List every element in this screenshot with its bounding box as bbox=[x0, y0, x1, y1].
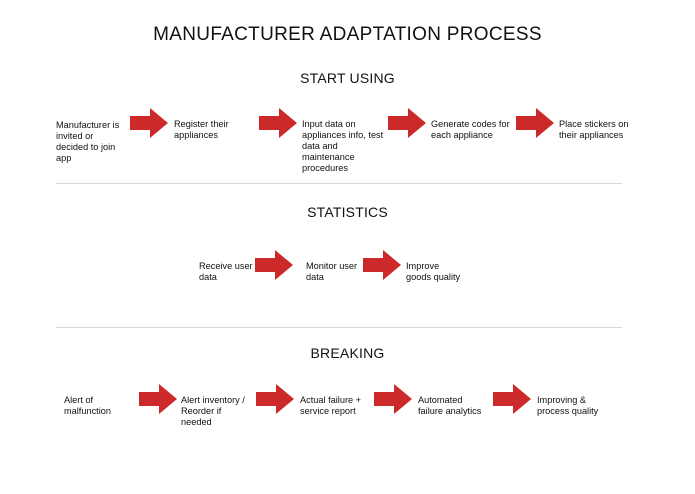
step-invited: Manufacturer is invited or decided to jo… bbox=[56, 120, 120, 163]
arrow-icon bbox=[259, 108, 297, 138]
step-failure-analytics: Automated failure analytics bbox=[418, 395, 482, 416]
step-alert-malfunction: Alert of malfunction bbox=[64, 395, 111, 416]
step-place-stickers: Place stickers on their appliances bbox=[559, 119, 629, 140]
step-improving-quality: Improving & process quality bbox=[537, 395, 599, 416]
step-alert-inventory: Alert inventory / Reorder if needed bbox=[181, 395, 245, 427]
arrow-icon bbox=[493, 384, 531, 414]
step-improve-goods: Improve goods quality bbox=[406, 261, 461, 282]
section-heading-start-using: START USING bbox=[300, 70, 395, 86]
section-divider bbox=[56, 183, 622, 184]
arrow-icon bbox=[130, 108, 168, 138]
section-heading-breaking: BREAKING bbox=[310, 345, 385, 361]
step-register: Register their appliances bbox=[174, 119, 229, 140]
arrow-icon bbox=[388, 108, 426, 138]
section-heading-statistics: STATISTICS bbox=[307, 204, 388, 220]
arrow-icon bbox=[139, 384, 177, 414]
step-failure-report: Actual failure + service report bbox=[300, 395, 362, 416]
step-receive-data: Receive user data bbox=[199, 261, 253, 282]
arrow-icon bbox=[374, 384, 412, 414]
step-generate-codes: Generate codes for each appliance bbox=[431, 119, 510, 140]
arrow-icon bbox=[516, 108, 554, 138]
arrow-icon bbox=[363, 250, 401, 280]
step-monitor-data: Monitor user data bbox=[306, 261, 358, 282]
diagram-title: MANUFACTURER ADAPTATION PROCESS bbox=[153, 24, 542, 45]
arrow-icon bbox=[255, 250, 293, 280]
arrow-icon bbox=[256, 384, 294, 414]
step-input-data: Input data on appliances info, test data… bbox=[302, 119, 384, 173]
section-divider bbox=[56, 327, 622, 328]
